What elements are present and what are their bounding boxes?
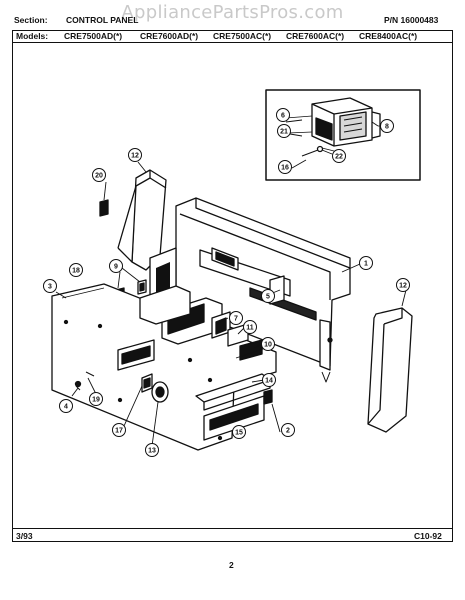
svg-text:19: 19 [92, 397, 100, 404]
callout-16 [278, 160, 292, 174]
callout-11 [243, 320, 257, 334]
svg-text:13: 13 [148, 448, 156, 455]
callout-12-right [396, 278, 410, 292]
part-20-clip [99, 199, 109, 217]
svg-text:7: 7 [234, 316, 238, 323]
back-panel [149, 197, 351, 383]
callout-13 [145, 443, 159, 457]
callout-9 [109, 259, 123, 273]
callout-20 [92, 168, 106, 182]
part-number: P/N 16000483 [384, 15, 439, 25]
svg-text:8: 8 [385, 124, 389, 131]
callout-6 [276, 108, 290, 122]
model-2: CRE7600AD(*) [140, 31, 199, 41]
callout-4 [59, 399, 73, 413]
callout-3 [43, 279, 57, 293]
trim-strips [195, 373, 271, 441]
right-end-cap [367, 307, 413, 433]
svg-text:22: 22 [335, 154, 343, 161]
callout-18 [69, 263, 83, 277]
inset-detail-box [265, 89, 421, 181]
svg-text:18: 18 [72, 268, 80, 275]
svg-text:20: 20 [95, 173, 103, 180]
svg-text:12: 12 [399, 283, 407, 290]
callout-7 [229, 311, 243, 325]
svg-text:6: 6 [281, 113, 285, 120]
svg-text:5: 5 [266, 294, 270, 301]
section-label: Section: [14, 15, 48, 25]
svg-text:1: 1 [364, 261, 368, 268]
callout-22 [332, 149, 346, 163]
inset-switch-assembly [311, 97, 381, 147]
svg-text:4: 4 [64, 404, 68, 411]
callout-2 [281, 423, 295, 437]
svg-text:14: 14 [265, 378, 273, 385]
svg-text:16: 16 [281, 165, 289, 172]
callout-21 [277, 124, 291, 138]
svg-text:2: 2 [286, 428, 290, 435]
svg-text:9: 9 [114, 264, 118, 271]
svg-text:10: 10 [264, 342, 272, 349]
callout-1 [359, 256, 373, 270]
diagram-frame [12, 30, 453, 542]
callout-12-left [128, 148, 142, 162]
svg-text:17: 17 [115, 428, 123, 435]
model-1: CRE7500AD(*) [64, 31, 123, 41]
svg-text:12: 12 [131, 153, 139, 160]
model-4: CRE7600AC(*) [286, 31, 345, 41]
diagram-code: C10-92 [414, 531, 442, 541]
svg-text:3: 3 [48, 284, 52, 291]
callout-17 [112, 423, 126, 437]
watermark: AppliancePartsPros.com [121, 2, 344, 23]
front-control-panel [51, 283, 277, 451]
callout-labels: 6 21 16 22 8 12 20 1 18 9 3 12 5 7 11 10… [43, 108, 410, 457]
page-number: 2 [229, 560, 234, 570]
header-divider [12, 42, 453, 43]
svg-text:21: 21 [280, 129, 288, 136]
models-label: Models: [16, 31, 49, 41]
section-value: CONTROL PANEL [66, 15, 139, 25]
model-5: CRE8400AC(*) [359, 31, 418, 41]
model-3: CRE7500AC(*) [213, 31, 272, 41]
revision-date: 3/93 [16, 531, 33, 541]
callout-14 [262, 373, 276, 387]
callout-10 [261, 337, 275, 351]
callout-15 [232, 425, 246, 439]
footer-divider [12, 528, 453, 529]
callout-19 [89, 392, 103, 406]
svg-text:11: 11 [246, 325, 254, 332]
svg-text:15: 15 [235, 430, 243, 437]
callout-5-upper [261, 289, 275, 303]
callout-8 [380, 119, 394, 133]
